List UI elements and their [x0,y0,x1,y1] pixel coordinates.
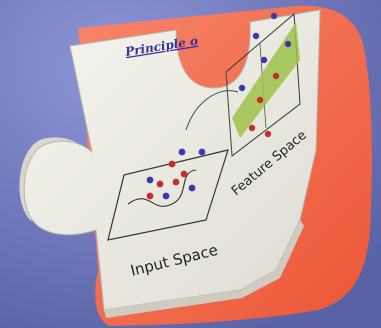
input-point-blue [189,185,196,192]
feature-point-red [257,97,263,103]
input-point-red [173,179,180,186]
feature-point-blue [239,85,245,91]
feature-point-blue [261,57,267,63]
input-point-red [147,193,154,200]
input-point-red [169,161,176,168]
feature-point-red [273,73,279,79]
input-point-red [181,171,188,178]
input-point-blue [179,149,186,156]
feature-point-blue [271,13,277,19]
feature-point-red [249,125,255,131]
input-point-blue [147,177,154,184]
feature-point-red [265,131,271,137]
input-point-red [157,181,164,188]
feature-point-blue [253,33,259,39]
input-point-blue [199,149,206,156]
input-point-blue [163,193,170,200]
feature-point-blue [285,41,291,47]
